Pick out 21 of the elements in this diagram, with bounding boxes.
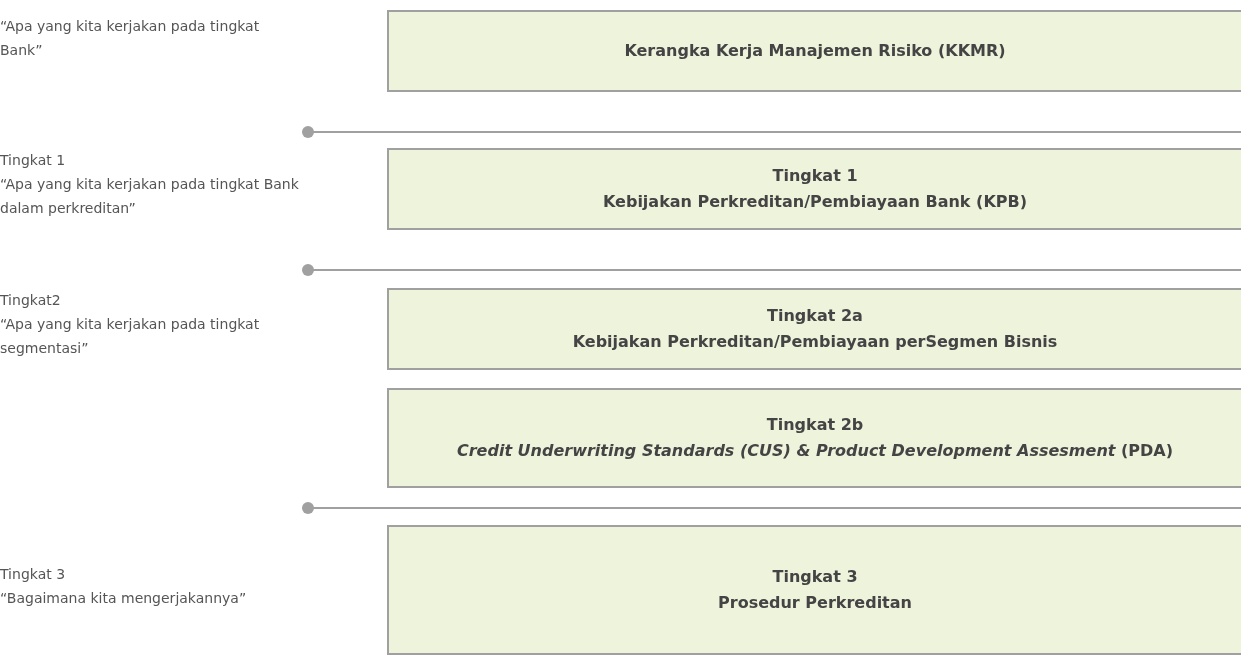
level-box — [387, 10, 1241, 92]
level-title: Kebijakan Perkreditan/Pembiayaan Bank (KPB) — [602, 191, 1028, 213]
level-name: Tingkat 1 — [0, 151, 67, 170]
level-description: “Apa yang kita kerjakan pada tingkat Bank” — [0, 17, 261, 60]
level-box — [387, 148, 1241, 230]
level-box — [387, 388, 1241, 488]
level-heading: Tingkat 2b — [766, 414, 864, 436]
level-description: “Bagaimana kita mengerjakannya” — [0, 589, 248, 608]
level-title: Credit Underwriting Standards (CUS) & Product Development Assesment (PDA) — [456, 440, 1173, 462]
level-description: “Apa yang kita kerjakan pada tingkat segmentasi” — [0, 315, 261, 358]
level-description: “Apa yang kita kerjakan pada tingkat Bank dalam perkreditan” — [0, 175, 300, 218]
level-title: Prosedur Perkreditan — [718, 592, 912, 614]
level-title: Kebijakan Perkreditan/Pembiayaan perSegmen Bisnis — [572, 331, 1058, 353]
level-heading: Tingkat 2a — [767, 305, 863, 327]
level-box — [387, 288, 1241, 370]
level-title: Kerangka Kerja Manajemen Risiko (KKMR) — [624, 40, 1006, 62]
level-heading: Tingkat 3 — [772, 566, 858, 588]
level-name: Tingkat 3 — [0, 565, 67, 584]
level-name: Tingkat2 — [0, 291, 62, 310]
level-box — [387, 525, 1241, 655]
level-heading: Tingkat 1 — [772, 165, 858, 187]
